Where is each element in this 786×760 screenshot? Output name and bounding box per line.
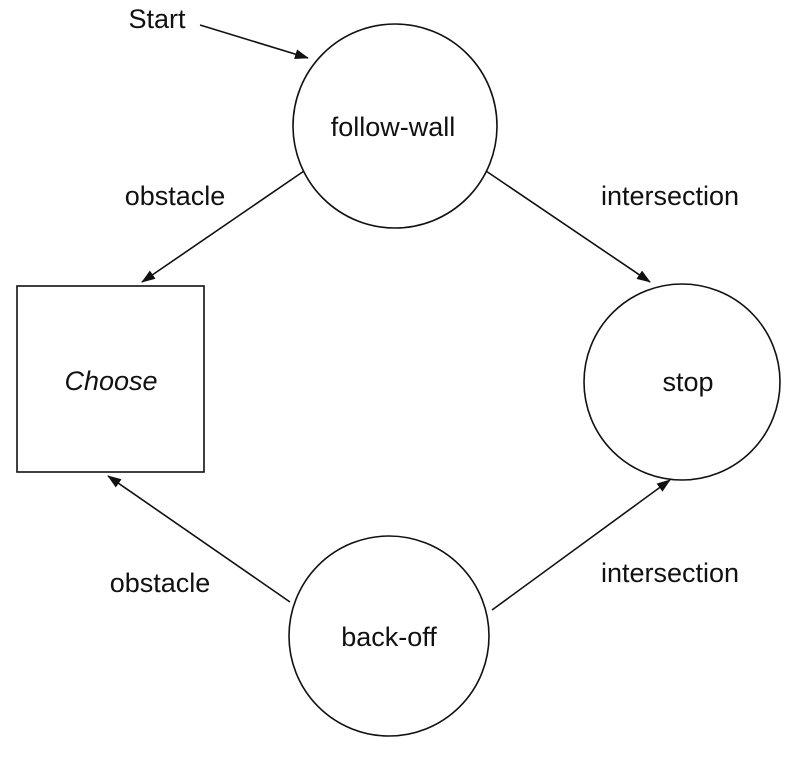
start-label: Start: [128, 4, 186, 34]
edge-label-back-off-intersection: intersection: [601, 558, 739, 588]
edge-follow-wall-to-choose: [141, 170, 305, 283]
start-arrow: [199, 24, 309, 59]
follow-wall-label: follow-wall: [331, 112, 456, 142]
stop-label: stop: [662, 367, 713, 397]
edge-label-back-off-obstacle: obstacle: [110, 568, 211, 598]
node-follow-wall: follow-wall: [292, 23, 498, 229]
edge-back-off-to-choose: [107, 475, 291, 603]
edge-follow-wall-to-stop: [485, 170, 651, 283]
edge-label-follow-wall-intersection: intersection: [601, 181, 739, 211]
choose-decision-box: [16, 285, 205, 473]
back-off-label: back-off: [341, 622, 437, 652]
stop-state-circle: [583, 283, 781, 481]
node-choose: Choose: [16, 285, 205, 473]
node-back-off: back-off: [288, 535, 490, 737]
follow-wall-state-circle: [292, 23, 498, 229]
choose-label: Choose: [64, 366, 157, 396]
edge-back-off-to-stop: [491, 479, 671, 611]
back-off-state-circle: [288, 535, 490, 737]
edge-label-follow-wall-obstacle: obstacle: [125, 181, 226, 211]
node-stop: stop: [583, 283, 781, 481]
